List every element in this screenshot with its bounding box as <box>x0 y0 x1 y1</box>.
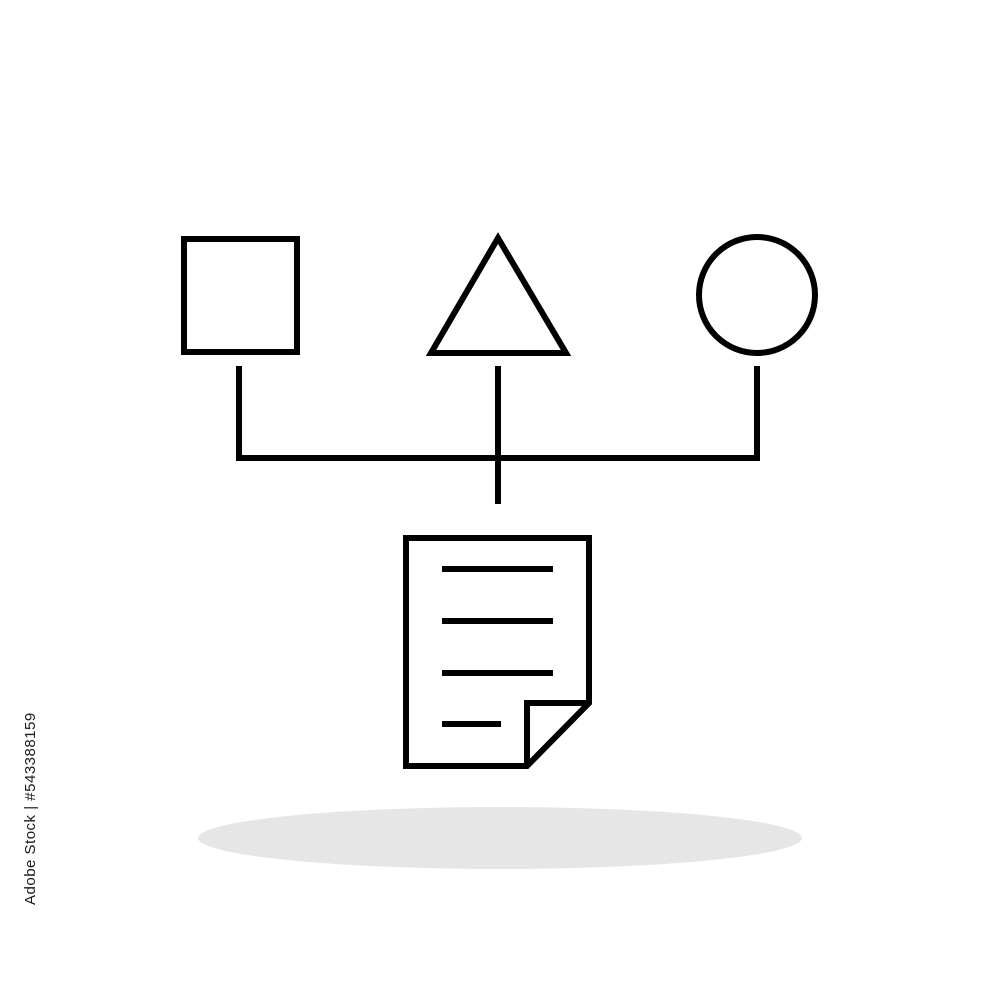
document-outline <box>403 535 592 769</box>
document-icon <box>403 535 592 769</box>
circle-shape-icon <box>696 234 818 356</box>
triangle-shape-icon <box>425 232 572 356</box>
stock-id-label: Adobe Stock | #543388159 <box>22 712 39 905</box>
connector-lines <box>236 366 760 504</box>
document-page-fold <box>524 700 589 766</box>
ground-shadow <box>198 807 802 869</box>
square-shape-icon <box>181 236 300 355</box>
